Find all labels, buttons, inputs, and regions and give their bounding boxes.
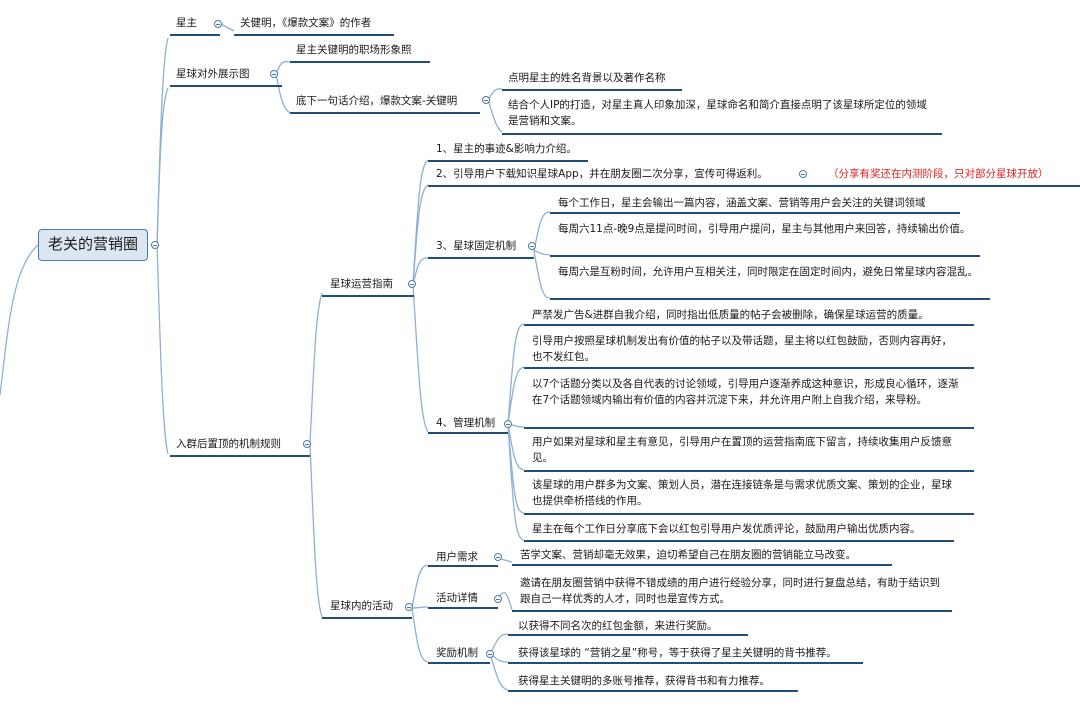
topic-intro[interactable]: 底下一句话介绍，爆款文案-关键明 (296, 95, 458, 107)
topic-ops-4-item-6[interactable]: 星主在每个工作日分享底下会以红包引导用户发优质评论，鼓励用户输出优质内容。 (532, 523, 921, 535)
topic-rules[interactable]: 入群后置顶的机制规则 (176, 438, 281, 450)
topic-activities[interactable]: 星球内的活动 (330, 600, 393, 612)
topic-ops-1[interactable]: 1、星主的事迹&影响力介绍。 (436, 143, 577, 155)
root-collapse-icon[interactable] (151, 241, 159, 249)
xingzhu-collapse-icon[interactable] (214, 20, 222, 28)
topic-user-need[interactable]: 用户需求 (436, 551, 478, 563)
topic-reward-item-1[interactable]: 以获得不同名次的红包金额，来进行奖励。 (518, 620, 718, 632)
topic-reward-item-3[interactable]: 获得星主关键明的多账号推荐，获得背书和有力推荐。 (518, 675, 770, 687)
activities-collapse-icon[interactable] (405, 603, 413, 611)
topic-intro-b[interactable]: 结合个人IP的打造，对星主真人印象加深，星球命名和简介直接点明了该星球所定位的领… (508, 99, 927, 127)
intro-collapse-icon[interactable] (482, 96, 490, 104)
topic-ops-4[interactable]: 4、管理机制 (436, 417, 496, 429)
topic-ops-4-item-1[interactable]: 严禁发广告&进群自我介绍，同时指出低质量的帖子会被删除，确保星球运营的质量。 (532, 309, 929, 321)
topic-ops-4-item-4[interactable]: 用户如果对星球和星主有意见，引导用户在置顶的运营指南底下留言，持续收集用户反馈意… (532, 436, 952, 464)
topic-activity-detail[interactable]: 活动详情 (436, 592, 478, 604)
rules-collapse-icon[interactable] (303, 440, 311, 448)
topic-ops-4-item-3[interactable]: 以7个话题分类以及各自代表的讨论领域，引导用户逐渐养成这种意识，形成良心循环，逐… (532, 378, 959, 406)
topic-intro-a[interactable]: 点明星主的姓名背景以及著作名称 (508, 72, 666, 84)
user-need-collapse-icon[interactable] (494, 553, 502, 561)
topic-ops-3-item-2[interactable]: 每周六11点-晚9点是提问时间，引导用户提问，星主与其他用户来回答，持续输出价值… (558, 223, 971, 235)
ops-2-collapse-icon[interactable] (799, 170, 807, 178)
topic-xingzhu-desc[interactable]: 关健明，《爆款文案》的作者 (240, 17, 372, 29)
display-collapse-icon[interactable] (270, 70, 278, 78)
topic-ops-4-item-5[interactable]: 该星球的用户群多为文案、策划人员，潜在连接链条是与需求优质文案、策划的企业，星球… (532, 479, 952, 507)
topic-reward-item-2[interactable]: 获得该星球的 “营销之星”称号，等于获得了星主关键明的背书推荐。 (518, 647, 837, 659)
topic-reward[interactable]: 奖励机制 (436, 647, 478, 659)
topic-xingzhu[interactable]: 星主 (176, 17, 197, 29)
topic-ops-3-item-1[interactable]: 每个工作日，星主会输出一篇内容，涵盖文案、营销等用户会关注的关键词领域 (558, 197, 926, 209)
topic-display[interactable]: 星球对外展示图 (176, 68, 250, 80)
topic-activity-detail-desc[interactable]: 邀请在朋友圈营销中获得不错成绩的用户进行经验分享，同时进行复盘总结，有助于结识到… (520, 577, 940, 605)
topic-photo[interactable]: 星主关键明的职场形象照 (296, 44, 412, 56)
topic-ops-guide[interactable]: 星球运营指南 (330, 278, 393, 290)
topic-ops-2[interactable]: 2、引导用户下载知识星球App，并在朋友圈二次分享，宣传可得返利。 (436, 168, 768, 180)
topic-user-need-desc[interactable]: 苦学文案、营销却毫无效果，迫切希望自己在朋友圈的营销能立马改变。 (520, 549, 856, 561)
topic-ops-4-item-2[interactable]: 引导用户按照星球机制发出有价值的帖子以及带话题，星主将以红包鼓励，否则内容再好，… (532, 335, 952, 363)
ops-4-collapse-icon[interactable] (504, 420, 512, 428)
activity-detail-collapse-icon[interactable] (494, 595, 502, 603)
topic-ops-3[interactable]: 3、星球固定机制 (436, 240, 517, 252)
ops-guide-collapse-icon[interactable] (408, 280, 416, 288)
ops-3-collapse-icon[interactable] (528, 242, 536, 250)
reward-collapse-icon[interactable] (486, 650, 494, 658)
root-topic[interactable]: 老关的营销圈 (38, 229, 148, 261)
topic-ops-3-item-3[interactable]: 每周六是互粉时间，允许用户互相关注，同时限定在固定时间内，避免日常星球内容混乱。 (558, 266, 978, 278)
topic-ops-2-note[interactable]: （分享有奖还在内测阶段，只对部分星球开放） (828, 168, 1049, 180)
